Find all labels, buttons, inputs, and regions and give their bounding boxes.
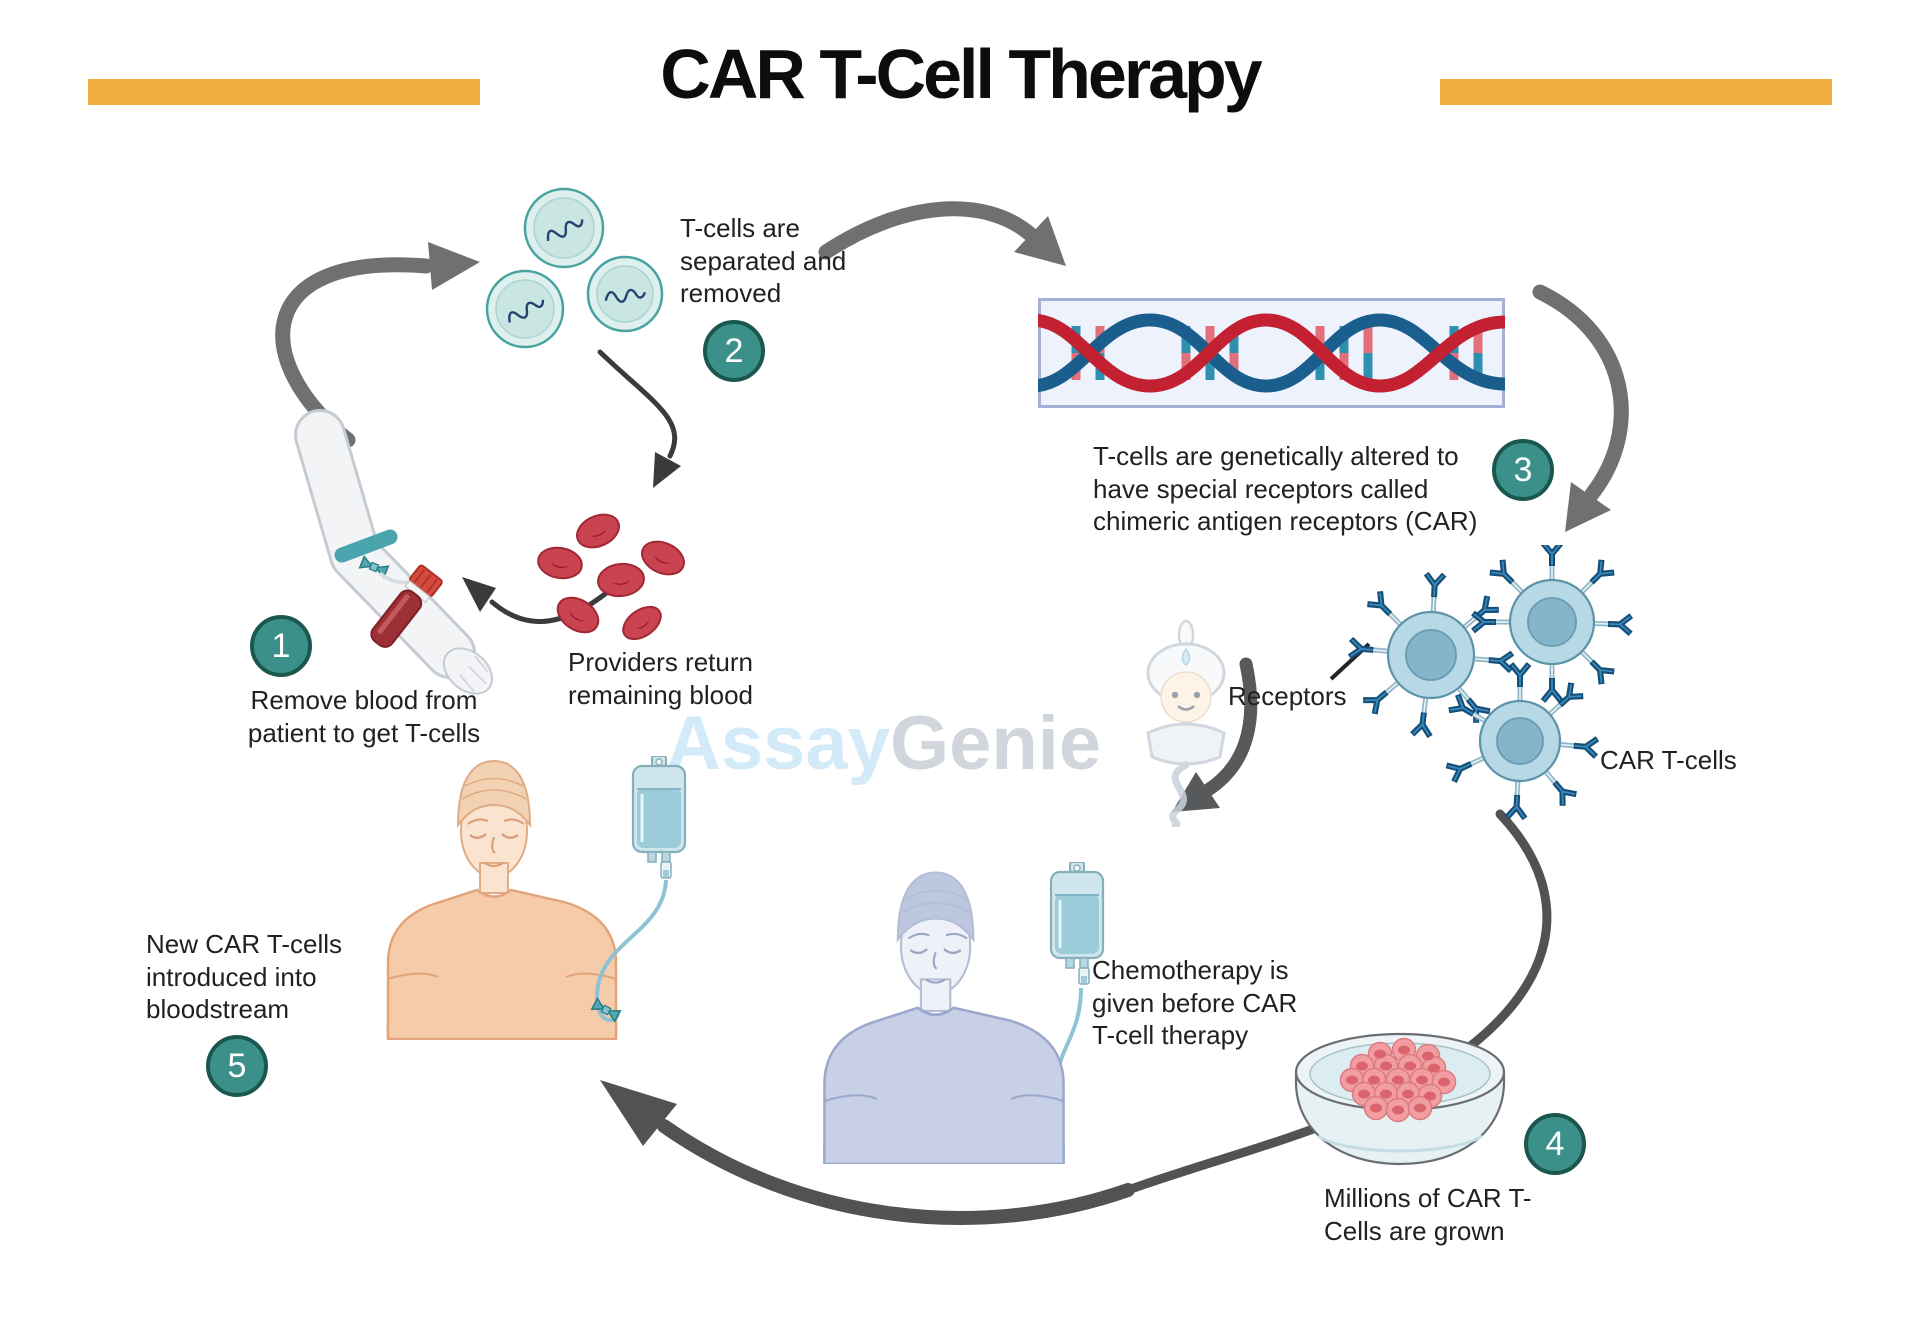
t-cells-icon xyxy=(485,187,664,349)
petri-dish-icon xyxy=(1294,1032,1506,1166)
step-2-caption: T-cells are separated and removed xyxy=(680,213,847,308)
step-4-caption: Millions of CAR T- Cells are grown xyxy=(1324,1183,1532,1246)
arrow-step2-to-blood xyxy=(597,349,681,488)
page-title: CAR T-Cell Therapy xyxy=(660,35,1262,113)
step-1-badge: 1 xyxy=(250,615,312,677)
step-3-caption: T-cells are genetically altered to have … xyxy=(1093,441,1478,536)
title-bar-right xyxy=(1440,79,1832,105)
step-3-badge: 3 xyxy=(1492,439,1554,501)
genie-mascot-logo xyxy=(1146,619,1226,827)
step-2-badge: 2 xyxy=(703,320,765,382)
step-5-number: 5 xyxy=(227,1046,247,1085)
dna-red-strand xyxy=(1038,313,1505,393)
hand xyxy=(442,647,494,695)
tourniquet xyxy=(334,529,398,563)
arrow-step2-to-step3 xyxy=(818,201,1066,266)
watermark-logo-text: AssayGenie xyxy=(666,700,1101,787)
step-1-number: 1 xyxy=(271,626,291,665)
blood-collection-tube-icon xyxy=(370,564,443,648)
step-5-badge: 5 xyxy=(206,1035,268,1097)
step-1-caption: Remove blood from patient to get T-cells xyxy=(247,685,481,748)
watermark-assay: Assay xyxy=(666,701,890,786)
rbc-group xyxy=(537,513,686,641)
dna-blue-strand xyxy=(1038,313,1505,393)
red-blood-cells-icon xyxy=(537,513,686,641)
watermark-genie: Genie xyxy=(889,701,1102,786)
step-4-badge: 4 xyxy=(1524,1113,1586,1175)
step-5-caption: New CAR T-cells introduced into bloodstr… xyxy=(146,929,343,1024)
chemo-caption: Chemotherapy is given before CAR T-cell … xyxy=(1092,955,1298,1050)
step-3-number: 3 xyxy=(1513,450,1533,489)
grown-cells-cluster xyxy=(1339,1037,1457,1123)
receptors-label: Receptors xyxy=(1228,681,1347,711)
blood-draw-arm-illustration xyxy=(294,409,494,695)
car-t-cell-b xyxy=(1473,545,1631,701)
car-t-cell-c xyxy=(1446,664,1597,818)
car-t-cells-label: CAR T-cells xyxy=(1600,745,1737,775)
arrow-blood-to-tube xyxy=(462,577,613,624)
car-t-cell-a xyxy=(1350,574,1513,737)
chemo-patient-illustration xyxy=(823,872,1065,1164)
arrow-step3-to-cells xyxy=(1532,284,1629,532)
providers-return-caption: Providers return remaining blood xyxy=(568,647,754,710)
arrow-step1-to-step2 xyxy=(275,242,480,448)
step-4-number: 4 xyxy=(1545,1124,1565,1163)
arrow-step4-to-step5 xyxy=(600,809,1552,1225)
title-bar-left xyxy=(88,79,480,105)
dna-helix-illustration xyxy=(1038,298,1505,408)
step-2-number: 2 xyxy=(724,331,744,370)
car-t-cells-icon xyxy=(1330,545,1760,875)
